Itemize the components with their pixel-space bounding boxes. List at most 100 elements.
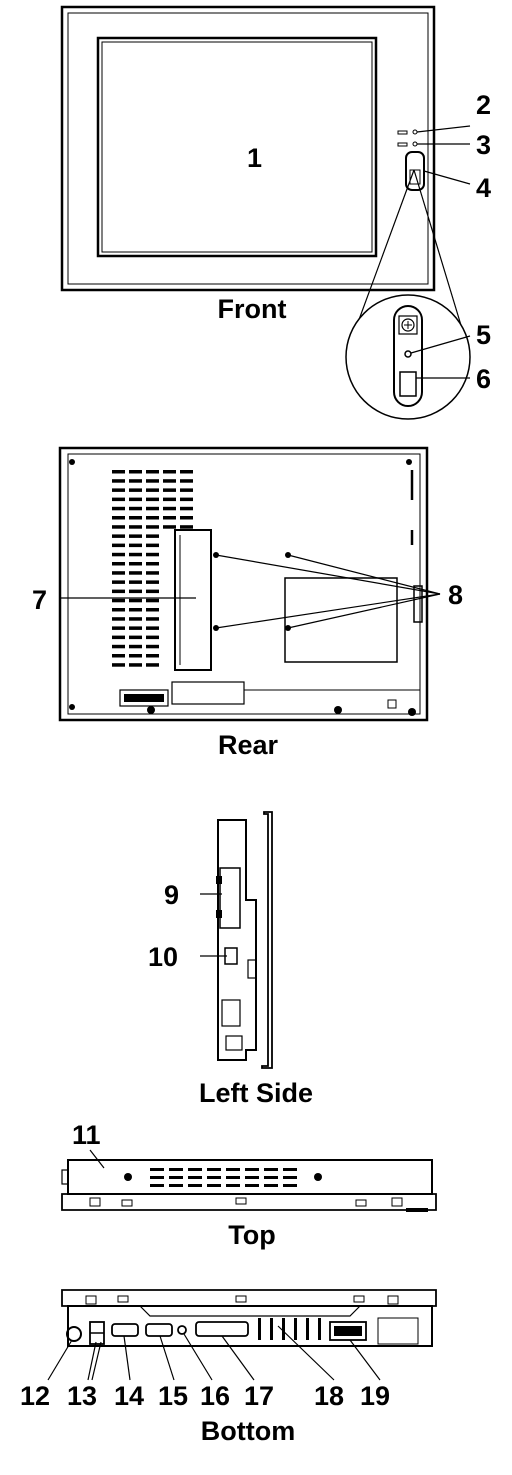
- vent-slot: [245, 1168, 259, 1171]
- vent-slot: [163, 506, 176, 511]
- vent-slot: [294, 1318, 297, 1340]
- vent-slot: [188, 1168, 202, 1171]
- vent-slot: [169, 1184, 183, 1187]
- callout-18: 18: [314, 1381, 344, 1411]
- serial-port-1: [111, 1323, 139, 1337]
- vent-slot: [129, 644, 142, 649]
- vent-slot: [112, 644, 125, 649]
- vent-slot: [146, 580, 159, 584]
- parallel-port: [195, 1321, 249, 1337]
- bottom-bezel: [61, 1289, 437, 1307]
- vent-slot: [282, 1318, 285, 1340]
- vent-slot: [129, 506, 142, 511]
- cover-screw: [401, 318, 415, 332]
- vent-slot: [146, 488, 159, 492]
- vent-slot: [112, 552, 125, 557]
- vent-slot: [129, 516, 142, 520]
- left-side-view: 9 10 Left Side: [148, 811, 313, 1108]
- vent-slot: [129, 654, 142, 658]
- vent-slot: [146, 571, 159, 575]
- vent-slot: [112, 562, 125, 566]
- vent-slot: [129, 571, 142, 575]
- vent-slot: [129, 543, 142, 548]
- callout-3: 3: [476, 130, 491, 160]
- audio-jack: [177, 1325, 187, 1335]
- vent-slot: [129, 617, 142, 621]
- display-screen: [96, 36, 378, 258]
- vent-slot: [129, 598, 142, 603]
- caption-rear: Rear: [218, 730, 279, 760]
- vent-slot: [129, 626, 142, 630]
- vent-slot: [163, 516, 176, 520]
- vent-slot: [146, 497, 159, 502]
- vent-slot: [264, 1176, 278, 1179]
- vent-slot: [129, 470, 142, 474]
- vent-slot: [150, 1184, 164, 1187]
- caption-top: Top: [228, 1220, 275, 1250]
- vent-slot: [150, 1176, 164, 1179]
- vent-slot: [283, 1176, 297, 1179]
- vent-slot: [146, 525, 159, 529]
- top-view: 11 Top: [61, 1120, 437, 1250]
- vent-slot: [129, 497, 142, 502]
- vent-slot: [180, 525, 193, 529]
- callout-7: 7: [32, 585, 47, 615]
- vent-slot: [129, 663, 142, 667]
- callout-6: 6: [476, 364, 491, 394]
- callout-2: 2: [476, 90, 491, 120]
- callout-8: 8: [448, 580, 463, 610]
- serial-port-2: [145, 1323, 173, 1337]
- vent-slot: [146, 663, 159, 667]
- led-mark-3: [397, 142, 408, 147]
- callout-13: 13: [67, 1381, 97, 1411]
- vent-slot: [207, 1184, 221, 1187]
- vent-slot: [180, 497, 193, 502]
- callout-1: 1: [247, 143, 262, 173]
- top-vents: [150, 1168, 297, 1187]
- vent-slot: [180, 479, 193, 483]
- vent-slot: [129, 580, 142, 584]
- callout-9: 9: [164, 880, 179, 910]
- vent-slot: [146, 617, 159, 621]
- vent-slot: [112, 479, 125, 483]
- led-mark-2: [397, 130, 408, 135]
- usb-port-front: [399, 371, 417, 397]
- vent-slot: [112, 598, 125, 603]
- vent-slot: [112, 488, 125, 492]
- vent-slot: [207, 1176, 221, 1179]
- callout-14: 14: [114, 1381, 144, 1411]
- vent-slot: [112, 617, 125, 621]
- bottom-chassis: [67, 1305, 433, 1347]
- callout-12: 12: [20, 1381, 50, 1411]
- vent-slot: [226, 1168, 240, 1171]
- vent-slot: [306, 1318, 309, 1340]
- bottom-vents: [258, 1318, 321, 1340]
- vent-slot: [163, 525, 176, 529]
- vent-slot: [226, 1176, 240, 1179]
- vent-slot: [180, 470, 193, 474]
- bottom-view: 12 13 14 15 16 17 18 19 Bottom: [20, 1289, 437, 1446]
- vent-slot: [112, 580, 125, 584]
- vent-slot: [129, 534, 142, 538]
- vent-slot: [129, 552, 142, 557]
- vent-slot: [146, 534, 159, 538]
- caption-left-side: Left Side: [199, 1078, 313, 1108]
- vent-slot: [112, 571, 125, 575]
- vent-slot: [112, 506, 125, 511]
- vent-slot: [163, 488, 176, 492]
- front-outer-bezel: [60, 5, 436, 292]
- callout-17: 17: [244, 1381, 274, 1411]
- rear-view: 7 8 Rear: [32, 446, 463, 760]
- callout-15: 15: [158, 1381, 188, 1411]
- callout-11: 11: [72, 1120, 101, 1150]
- vent-slot: [146, 635, 159, 640]
- usb-led: [404, 350, 412, 358]
- caption-bottom: Bottom: [201, 1416, 295, 1446]
- vent-slot: [270, 1318, 273, 1340]
- vent-slot: [129, 562, 142, 566]
- vent-slot: [169, 1176, 183, 1179]
- vent-slot: [226, 1184, 240, 1187]
- vent-slot: [264, 1168, 278, 1171]
- vent-slot: [112, 516, 125, 520]
- led-2: [412, 129, 418, 135]
